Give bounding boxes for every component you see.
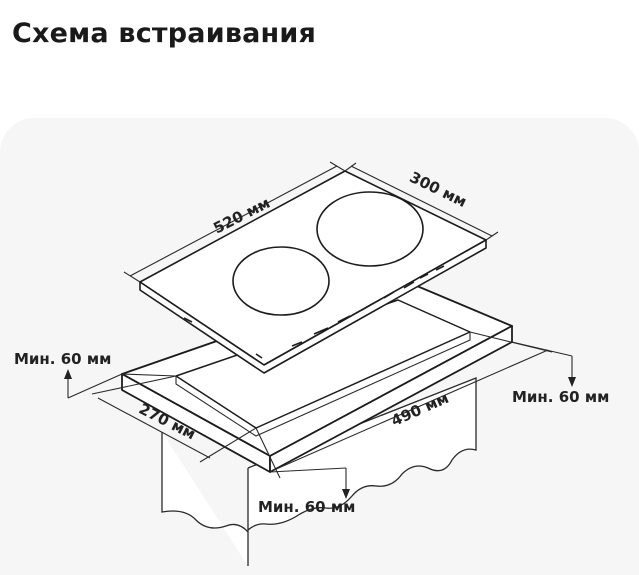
label-clearance-left: Мин. 60 мм	[14, 350, 111, 368]
label-clearance-right: Мин. 60 мм	[512, 388, 609, 406]
dimension-520	[123, 161, 346, 283]
dimension-300	[344, 162, 499, 241]
hob-plate-edge	[139, 239, 487, 374]
cabinet-body	[161, 377, 477, 566]
clearance-front-marker	[269, 467, 350, 499]
cutout-inner-edge	[175, 332, 471, 437]
hob-control-marks	[183, 265, 445, 359]
dimension-270	[91, 375, 257, 463]
page-title: Схема встраивания	[12, 18, 317, 49]
label-depth-300: 300 мм	[407, 168, 470, 211]
burner-left	[232, 246, 330, 316]
clearance-left-marker	[64, 369, 177, 399]
label-clearance-front: Мин. 60 мм	[258, 498, 355, 516]
clearance-right-marker	[511, 341, 576, 387]
burner-right	[316, 191, 424, 267]
